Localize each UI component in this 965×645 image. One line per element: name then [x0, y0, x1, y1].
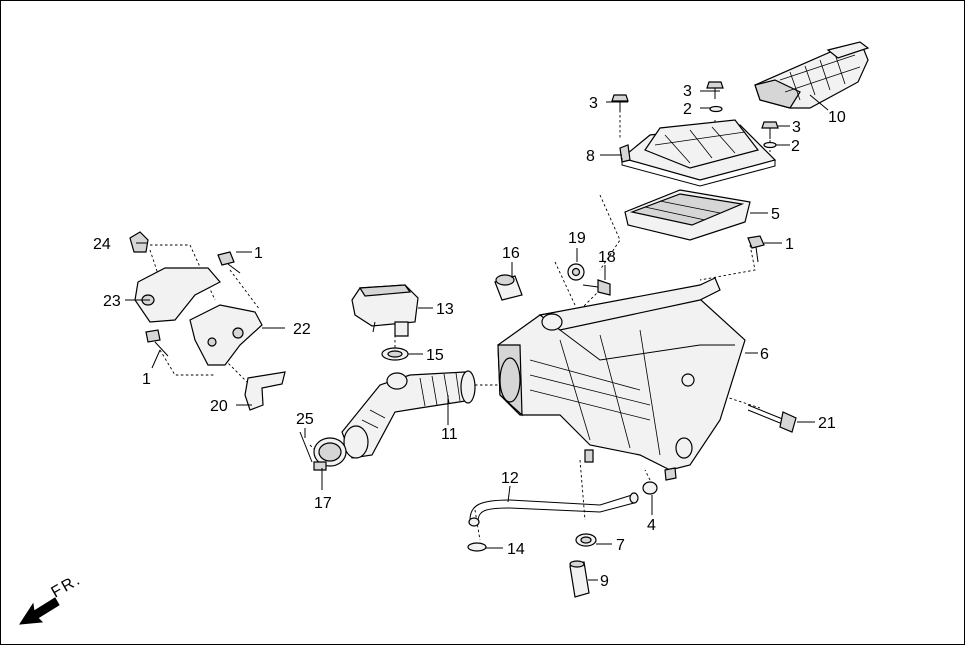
- part-21-bolt: [747, 404, 797, 433]
- callout-24: 24: [93, 236, 111, 253]
- callout-15: 15: [426, 347, 444, 364]
- screws-3-washers-2: [611, 81, 779, 149]
- callout-8: 8: [586, 148, 595, 165]
- part-5-air-filter: [624, 189, 751, 241]
- front-arrow-icon: [19, 597, 60, 625]
- part-10-intake-duct: [754, 41, 870, 109]
- callout-4: 4: [647, 517, 656, 534]
- callout-14: 14: [507, 541, 525, 558]
- callout-9: 9: [600, 573, 609, 590]
- part-6-airbox-body: [497, 277, 746, 481]
- callout-5: 5: [771, 206, 780, 223]
- callout-3-right: 3: [792, 119, 801, 136]
- part-17-25-clamp: [299, 431, 347, 471]
- parts-4-14-7-9: [467, 481, 658, 598]
- part-13-resonator: [351, 284, 419, 337]
- callout-6: 6: [760, 346, 769, 363]
- callout-21: 21: [818, 415, 836, 432]
- callout-25: 25: [296, 411, 314, 428]
- callout-7: 7: [616, 537, 625, 554]
- part-11-intake-tube: [341, 370, 476, 459]
- callout-1-right: 1: [785, 236, 794, 253]
- callout-16: 16: [502, 245, 520, 262]
- callout-13: 13: [436, 301, 454, 318]
- leader-lines: [125, 90, 829, 581]
- callout-2-lower: 2: [791, 138, 800, 155]
- left-cover-assembly: [129, 231, 286, 411]
- assembly-guide-lines: [149, 110, 771, 541]
- callout-17: 17: [314, 495, 332, 512]
- parts-16-19-18: [494, 263, 611, 301]
- callout-3-middle: 3: [683, 83, 692, 100]
- part-1-bolt-right: [747, 235, 765, 263]
- callout-1-upper-left: 1: [254, 245, 263, 262]
- callout-3-left: 3: [589, 95, 598, 112]
- callout-22: 22: [293, 321, 311, 338]
- callout-19: 19: [568, 230, 586, 247]
- callout-20: 20: [210, 398, 228, 415]
- callout-2-upper: 2: [683, 101, 692, 118]
- part-15-clamp: [381, 347, 409, 361]
- callout-11: 11: [441, 426, 458, 443]
- callout-10: 10: [828, 109, 846, 126]
- callout-labels: 3 3 2 3 2 10 8 5 1 19 16 18 6 21 13 15 1…: [93, 83, 846, 590]
- part-12-drain-hose: [468, 492, 639, 527]
- callout-12: 12: [501, 470, 519, 487]
- callout-1-lower-left: 1: [142, 371, 151, 388]
- callout-23: 23: [103, 293, 121, 310]
- front-direction-label: FR.: [49, 571, 85, 602]
- front-direction-indicator: FR.: [19, 571, 85, 625]
- part-8-airbox-cover: [619, 119, 777, 187]
- callout-18: 18: [598, 249, 616, 266]
